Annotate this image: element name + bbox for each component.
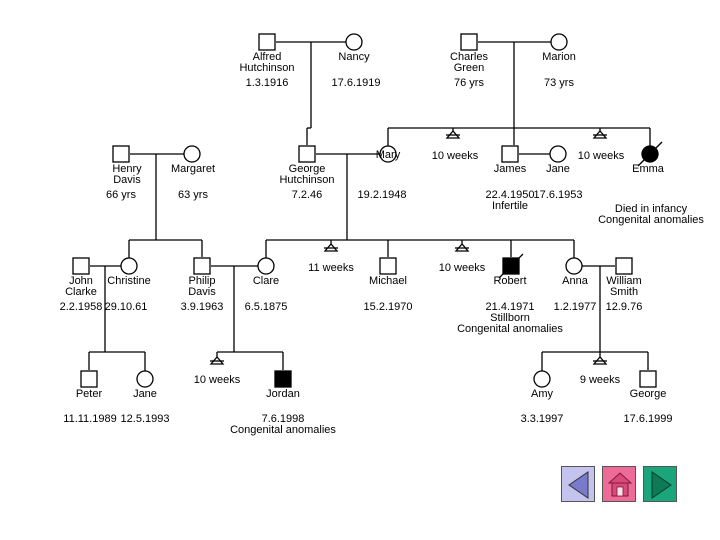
individual-detail: 12.5.1993 [121, 413, 170, 425]
male-symbol [274, 370, 292, 388]
individual-name: 10 weeks [432, 150, 479, 162]
individual-name: 9 weeks [580, 374, 621, 386]
male-symbol [258, 33, 276, 51]
male-symbol [80, 370, 98, 388]
individual-name: Jane [133, 388, 157, 400]
individual-name: 10 weeks [194, 374, 241, 386]
individual-detail: 76 yrs [454, 77, 484, 89]
individual-name: 10 weeks [578, 150, 625, 162]
female-symbol [257, 257, 275, 275]
individual-detail: 2.2.1958 [60, 301, 103, 313]
individual-name: 10 weeks [439, 262, 486, 274]
female-symbol [183, 145, 201, 163]
female-symbol [533, 370, 551, 388]
individual-detail: 63 yrs [178, 189, 208, 201]
individual-detail: 7.2.46 [292, 189, 323, 201]
male-symbol [615, 257, 633, 275]
individual-detail: 17.6.1953 [534, 189, 583, 201]
individual-name: Peter [76, 388, 103, 400]
individual-name: Anna [562, 275, 589, 287]
triangle-left-icon [568, 471, 589, 499]
female-symbol [120, 257, 138, 275]
individual-name: Emma [632, 163, 665, 175]
deceased-slash [637, 141, 663, 167]
female-symbol [379, 145, 397, 163]
house-icon [607, 472, 633, 497]
individual-detail: 3.3.1997 [521, 413, 564, 425]
individual-name: Michael [369, 275, 407, 287]
individual-detail: 11.11.1989 [63, 413, 116, 425]
male-symbol [298, 145, 316, 163]
female-symbol [136, 370, 154, 388]
individual-detail: 1.3.1916 [246, 77, 289, 89]
individual-name: Christine [107, 275, 150, 287]
individual-detail: 29.10.61 [105, 301, 148, 313]
individual-name: Marion [542, 51, 576, 63]
deceased-slash [498, 253, 524, 279]
home-button[interactable] [602, 466, 636, 502]
female-symbol [549, 145, 567, 163]
individual-name: Jane [546, 163, 570, 175]
individual-detail: 6.5.1875 [245, 301, 288, 313]
individual-detail: 19.2.1948 [358, 189, 407, 201]
male-symbol [639, 370, 657, 388]
female-symbol [565, 257, 583, 275]
individual-detail: 1.2.1977 [554, 301, 597, 313]
individual-name: Nancy [338, 51, 370, 63]
individual-detail: 12.9.76 [606, 301, 643, 313]
individual-name: Margaret [171, 163, 215, 175]
male-symbol [379, 257, 397, 275]
individual-name: Clare [253, 275, 279, 287]
male-symbol [460, 33, 478, 51]
individual-name: Jordan [266, 388, 300, 400]
individual-symbols [72, 33, 663, 388]
individual-detail: 66 yrs [106, 189, 136, 201]
male-symbol [112, 145, 130, 163]
individual-detail: 17.6.1999 [624, 413, 673, 425]
individual-detail: 17.6.1919 [332, 77, 381, 89]
triangle-right-icon [651, 471, 672, 499]
individual-name: Amy [531, 388, 554, 400]
individual-name: James [494, 163, 527, 175]
male-symbol [193, 257, 211, 275]
individual-name: Robert [493, 275, 526, 287]
male-symbol [72, 257, 90, 275]
individual-name: Mary [376, 149, 401, 161]
individual-detail: 3.9.1963 [181, 301, 224, 313]
next-slide-button[interactable] [643, 466, 677, 502]
male-symbol [501, 145, 519, 163]
individual-name: George [630, 388, 667, 400]
female-symbol [550, 33, 568, 51]
previous-slide-button[interactable] [561, 466, 595, 502]
relationship-lines [88, 41, 651, 371]
individual-detail: 15.2.1970 [364, 301, 413, 313]
individual-name: 11 weeks [308, 262, 354, 274]
individual-detail: 73 yrs [544, 77, 574, 89]
female-symbol [345, 33, 363, 51]
